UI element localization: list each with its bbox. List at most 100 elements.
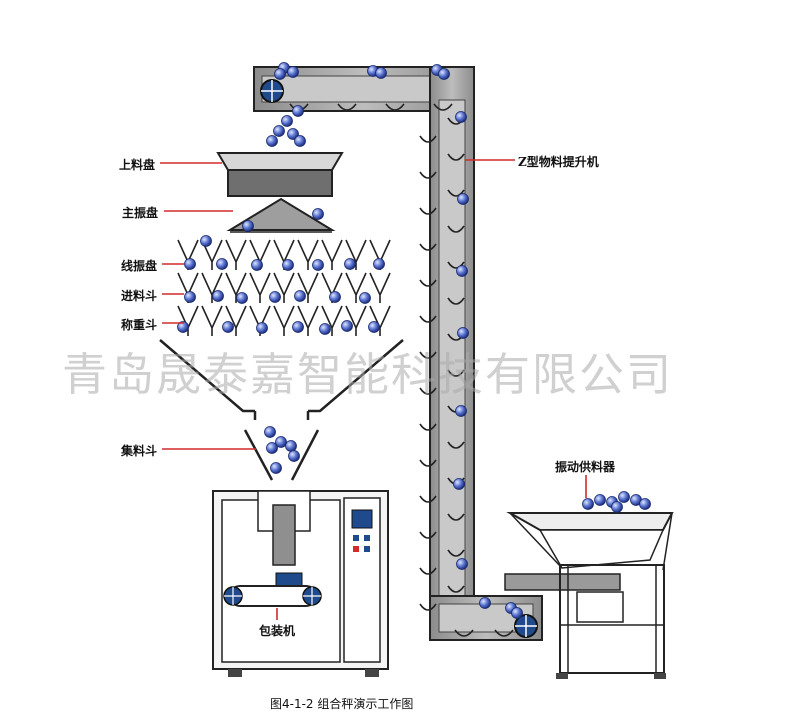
product-ball	[282, 259, 294, 271]
elevator-top-inner	[261, 75, 463, 103]
callout-lines	[160, 159, 587, 620]
hopper	[249, 272, 271, 303]
hopper	[273, 305, 295, 336]
elevator-bucket	[419, 315, 437, 323]
watermark-text: 青岛晟泰嘉智能科技有限公司	[62, 348, 674, 401]
elevator-bucket	[447, 513, 465, 521]
product-ball	[184, 291, 196, 303]
elevator-bucket	[419, 459, 437, 467]
product-ball	[275, 436, 287, 448]
elevator-bucket	[447, 549, 465, 557]
product-ball	[329, 291, 341, 303]
elevator-bucket	[419, 603, 437, 611]
control-button-4	[364, 546, 370, 552]
elevator-bucket	[447, 225, 465, 233]
control-screen	[351, 509, 373, 529]
product-ball	[457, 193, 469, 205]
collection-hopper	[159, 339, 404, 481]
product-ball	[216, 258, 228, 270]
product-ball	[375, 67, 387, 79]
elevator-bucket	[447, 369, 465, 377]
product-ball	[264, 426, 276, 438]
hopper	[297, 305, 319, 336]
label-vibro-feeder: 振动供料器	[555, 460, 616, 474]
product-ball	[200, 235, 212, 247]
product-ball	[368, 321, 380, 333]
control-button-3	[353, 546, 359, 552]
product-ball	[236, 292, 248, 304]
product-ball	[582, 498, 594, 510]
label-feed-hopper: 进料斗	[121, 289, 158, 303]
product-ball	[359, 292, 371, 304]
elevator-bucket	[419, 279, 437, 287]
product-ball	[274, 68, 286, 80]
elevator-bucket	[419, 171, 437, 179]
elevator-bucket	[454, 629, 474, 637]
hopper	[297, 239, 319, 270]
hopper	[201, 239, 223, 270]
product-ball	[270, 462, 282, 474]
product-ball	[479, 597, 491, 609]
product-ball	[281, 115, 293, 127]
product-ball	[511, 607, 523, 619]
top-feed-pan	[216, 152, 344, 197]
elevator-bucket	[419, 567, 437, 575]
hopper	[369, 305, 391, 336]
product-ball	[294, 290, 306, 302]
elevator-bucket	[419, 135, 437, 143]
product-ball	[611, 501, 623, 513]
product-ball	[242, 220, 254, 232]
elevator-bucket	[447, 441, 465, 449]
product-ball	[341, 320, 353, 332]
hopper	[225, 239, 247, 270]
hopper	[225, 272, 247, 303]
product-ball	[292, 105, 304, 117]
hopper	[345, 305, 367, 336]
elevator-column-inner	[438, 99, 466, 616]
label-line-vibrator: 线振盘	[121, 259, 158, 273]
elevator-bucket	[419, 495, 437, 503]
packing-belt-block	[275, 572, 303, 588]
label-weigh-hopper: 称重斗	[121, 318, 158, 332]
product-ball	[455, 405, 467, 417]
product-ball	[456, 265, 468, 277]
figure-caption: 图4-1-2 组合秤演示工作图	[270, 697, 414, 711]
hopper	[345, 239, 367, 270]
hopper	[273, 272, 295, 303]
product-ball	[455, 111, 467, 123]
hopper-rows	[177, 239, 391, 336]
product-ball	[287, 66, 299, 78]
product-ball	[266, 442, 278, 454]
label-main-vibrator: 主振盘	[122, 206, 159, 220]
elevator-bucket	[419, 351, 437, 359]
product-balls	[177, 62, 651, 619]
main-vibrator-cone	[226, 197, 336, 233]
product-ball	[344, 258, 356, 270]
product-ball	[212, 290, 224, 302]
product-ball	[319, 323, 331, 335]
elevator-bucket	[447, 297, 465, 305]
hopper	[297, 272, 319, 303]
product-ball	[639, 498, 651, 510]
elevator-bucket	[447, 189, 465, 197]
control-button-2	[364, 535, 370, 541]
product-ball	[177, 321, 189, 333]
elevator-bucket	[337, 103, 357, 111]
label-top-pan: 上料盘	[119, 158, 156, 172]
elevator-bucket	[419, 207, 437, 215]
product-ball	[453, 478, 465, 490]
elevator-bucket	[447, 585, 465, 593]
elevator-bucket	[447, 153, 465, 161]
elevator-bucket	[447, 261, 465, 269]
product-ball	[288, 450, 300, 462]
elevator-bucket	[419, 387, 437, 395]
product-ball	[438, 68, 450, 80]
hopper	[369, 272, 391, 303]
hopper	[201, 272, 223, 303]
product-ball	[292, 321, 304, 333]
product-ball	[256, 322, 268, 334]
product-ball	[222, 321, 234, 333]
product-ball	[618, 491, 630, 503]
